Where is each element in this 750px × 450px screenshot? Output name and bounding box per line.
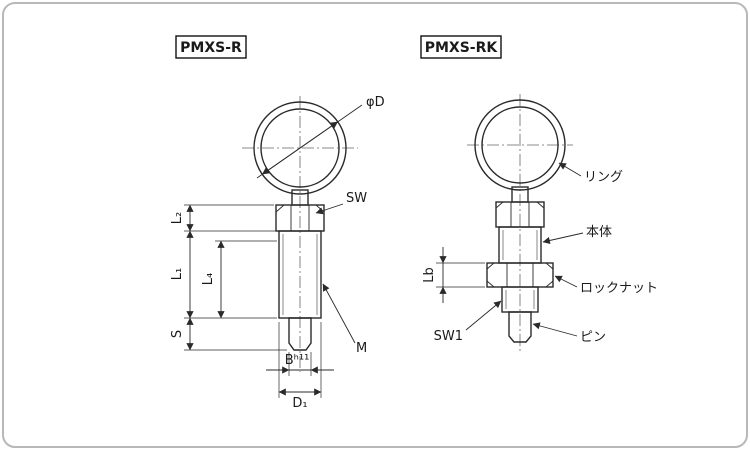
leader-sw1: [465, 300, 502, 331]
hex-chamfer-rk-2: [536, 201, 545, 209]
leader-sw: [315, 203, 344, 215]
pin: [288, 317, 312, 351]
label-phiD: φD: [366, 95, 385, 110]
pin-rk: [508, 311, 532, 343]
dim-phiD-arrow-2: [262, 147, 301, 175]
label-l2: L₂: [170, 212, 185, 224]
label-pin: ピン: [580, 330, 606, 345]
ring-outer: [253, 101, 347, 195]
title-box-left: [175, 35, 247, 59]
title-text-right: PMXS-RK: [425, 40, 499, 56]
nut-chamfer-3: [486, 280, 495, 288]
leader-pin: [532, 322, 578, 337]
title-box-right: [420, 35, 502, 59]
ring-outer-rk: [474, 99, 566, 191]
nut-chamfer-2: [545, 262, 554, 270]
leader-m: [322, 283, 356, 344]
leader-locknut: [554, 275, 578, 288]
figure-pmxs-rk: Lb SW1 リング 本体 ロックナット ピン: [422, 94, 658, 352]
leader-body: [542, 232, 584, 245]
nut-chamfer-1: [486, 262, 495, 270]
label-body: 本体: [586, 225, 612, 240]
label-m: M: [356, 341, 367, 356]
title-text-left: PMXS-R: [180, 40, 242, 56]
label-locknut: ロックナット: [580, 281, 658, 296]
label-l4: L₄: [201, 273, 216, 285]
label-b: Bʰ¹¹: [285, 353, 310, 368]
ring-inner: [260, 108, 340, 188]
label-lb: Lb: [422, 267, 437, 283]
title-left: PMXS-R: [175, 35, 247, 59]
hex-chamfer-rk-1: [495, 201, 504, 209]
label-s: S: [170, 330, 185, 338]
title-right: PMXS-RK: [420, 35, 502, 59]
dim-phiD-arrow-1: [299, 121, 338, 149]
label-sw1: SW1: [434, 329, 463, 344]
label-ring: リング: [584, 170, 623, 185]
label-d1: D₁: [292, 396, 307, 411]
ring-inner-rk: [481, 106, 559, 184]
figure-pmxs-r: φD L₂ L₁ S L₄: [170, 95, 385, 411]
leader-ring: [558, 162, 582, 177]
label-sw: SW: [346, 191, 367, 206]
label-l1: L₁: [170, 268, 185, 280]
nut-chamfer-4: [545, 280, 554, 288]
hex-chamfer-1: [275, 204, 285, 213]
